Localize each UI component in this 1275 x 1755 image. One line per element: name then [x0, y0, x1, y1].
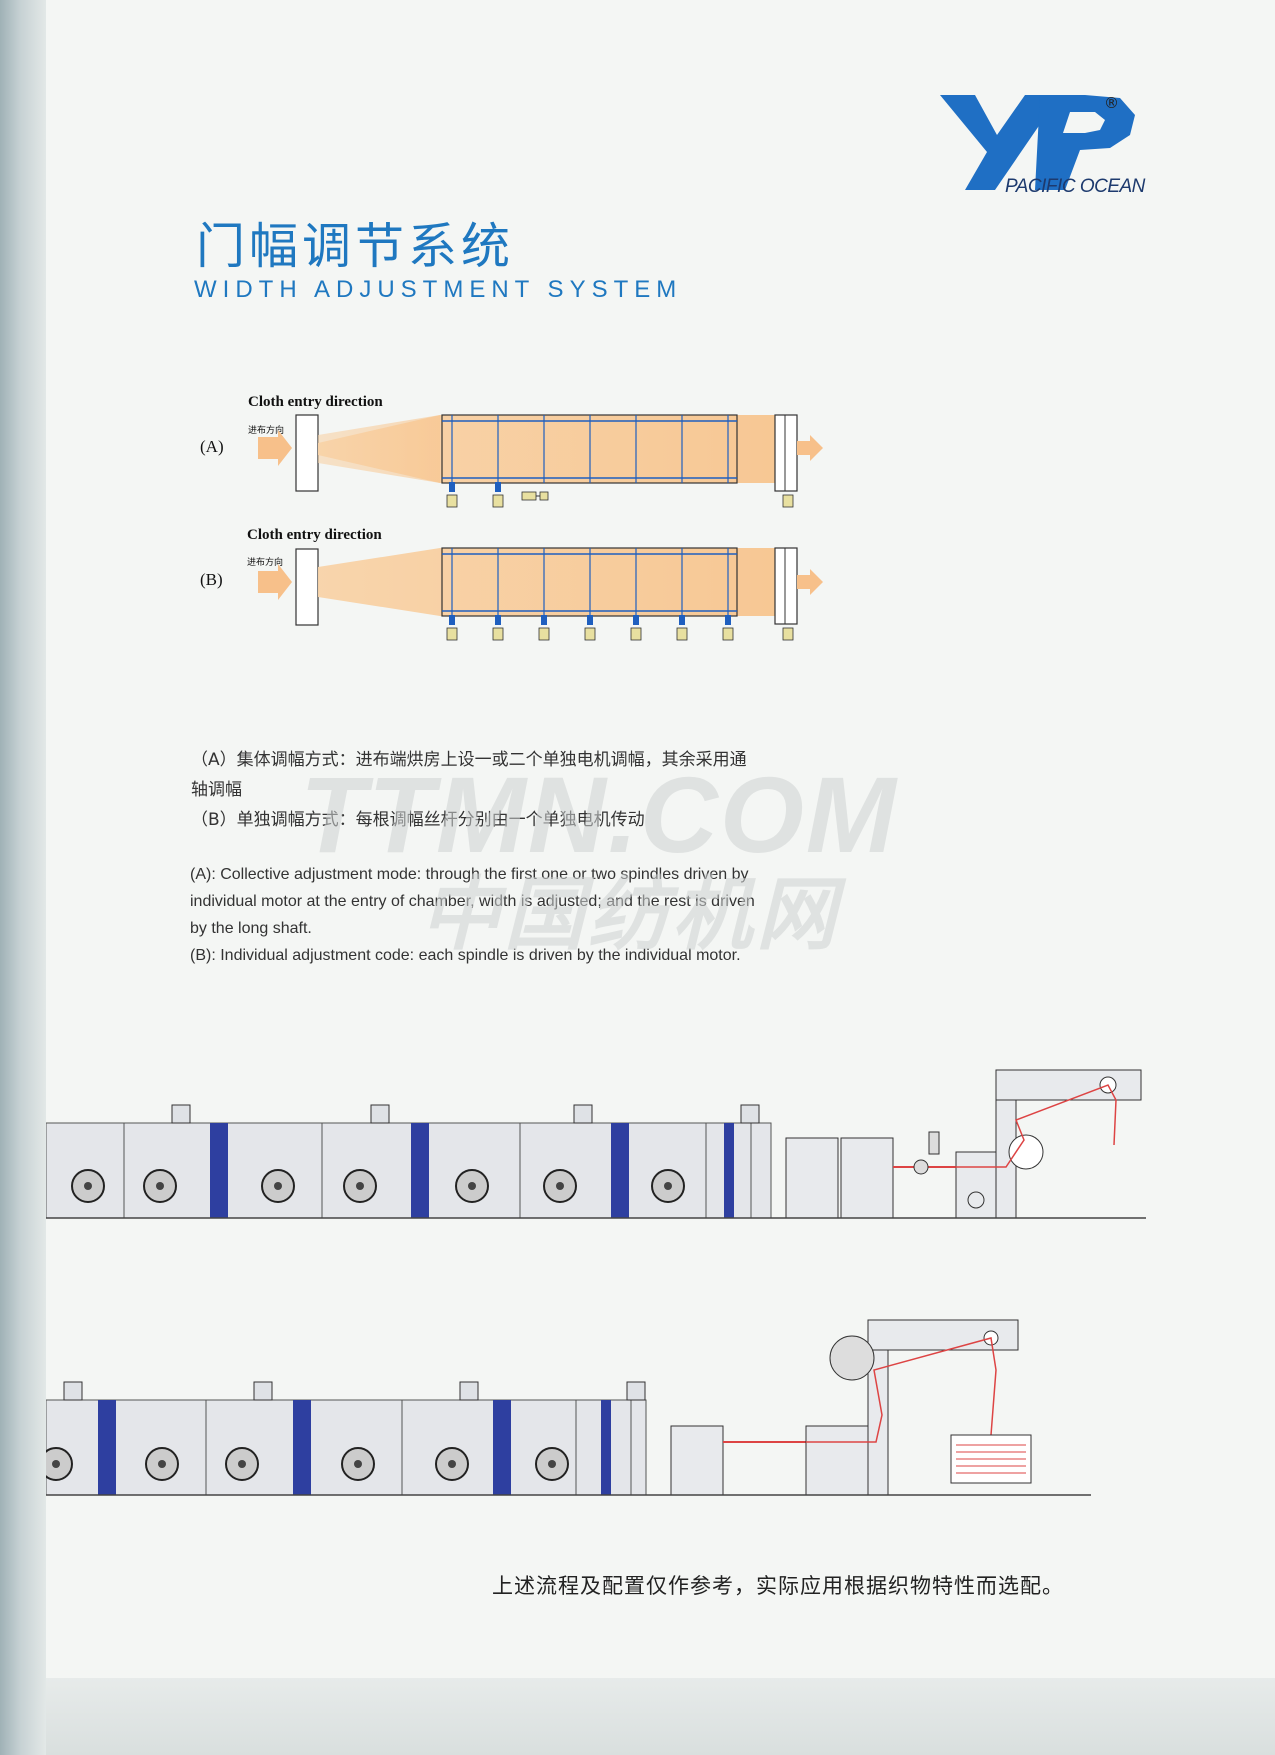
diagram-a-label: (A) [200, 437, 224, 456]
footer-note: 上述流程及配置仅作参考，实际应用根据织物特性而选配。 [492, 1574, 1064, 1598]
page-spine [0, 0, 46, 1755]
brand-name: PACIFIC OCEAN [1005, 176, 1145, 197]
diagram-b-caption: Cloth entry direction [247, 527, 382, 543]
description-en-line4: (B): Individual adjustment code: each sp… [190, 947, 741, 964]
diagram-b: Cloth entry direction 进布方向 (B) [200, 527, 823, 641]
registered-mark: ® [1104, 94, 1119, 112]
entry-arrow-b [258, 564, 292, 600]
diagram-a-caption-cn: 进布方向 [248, 424, 284, 436]
stenter-machine-line-1 [46, 1069, 1146, 1219]
description-cn-line2: 轴调幅 [191, 780, 242, 800]
diagram-b-label: (B) [200, 570, 223, 589]
stenter-machine-line-2 [46, 1319, 1091, 1496]
diagram-a: Cloth entry direction 进布方向 (A) [200, 394, 823, 508]
description-cn-line1: （A）集体调幅方式：进布端烘房上设一或二个单独电机调幅，其余采用通 [191, 750, 747, 770]
description-cn-line3: （B）单独调幅方式：每根调幅丝杆分别由一个单独电机传动 [191, 810, 645, 830]
entry-arrow-a [258, 430, 292, 466]
description-en-line1: (A): Collective adjustment mode: through… [190, 866, 749, 883]
description-en-line3: by the long shaft. [190, 920, 312, 937]
diagram-a-caption: Cloth entry direction [248, 394, 383, 410]
diagram-b-caption-cn: 进布方向 [247, 556, 283, 568]
description-cn: （A）集体调幅方式：进布端烘房上设一或二个单独电机调幅，其余采用通 轴调幅 （B… [191, 745, 851, 835]
page-title-cn: 门幅调节系统 [196, 218, 515, 275]
page-title-en: WIDTH ADJUSTMENT SYSTEM [194, 276, 683, 303]
width-adjustment-diagram: Cloth entry direction 进布方向 (A) Cloth [200, 394, 823, 641]
description-en-line2: individual motor at the entry of chamber… [190, 893, 755, 910]
page-bottom-strip [46, 1678, 1275, 1755]
pacific-ocean-logo [940, 95, 1135, 190]
description-en: (A): Collective adjustment mode: through… [190, 861, 850, 969]
